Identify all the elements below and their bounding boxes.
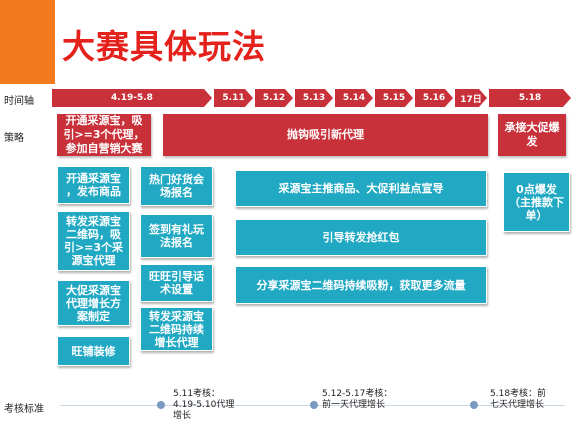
strategy-promo-box: 承接大促爆 发 — [498, 114, 566, 156]
evaluation-marker — [157, 401, 165, 409]
evaluation-marker — [470, 401, 478, 409]
timeline-segment-2: 5.11 — [214, 89, 253, 107]
timeline-segment-8: 17日 — [455, 89, 487, 107]
task-card: 引导转发抢红包 — [235, 219, 487, 256]
task-card-text: 转发采源宝 二维码，吸 引>=3个采 源宝代理 — [63, 215, 124, 267]
task-card-text: 大促采源宝 代理增长方 案制定 — [66, 283, 121, 323]
timeline-segment-5: 5.14 — [335, 89, 373, 107]
task-card: 转发采源宝 二维码持续 增长代理 — [140, 307, 213, 351]
strategy-attract-text: 抛钩吸引新代理 — [287, 128, 364, 141]
task-card: 0点爆发 （主推款下 单） — [503, 172, 570, 232]
evaluation-text-1: 5.11考核： 4.19-5.10代理 增长 — [173, 389, 235, 421]
strategy-promo-text: 承接大促爆 发 — [504, 121, 560, 148]
task-card-text: 引导转发抢红包 — [322, 231, 400, 244]
timeline-segment-3: 5.12 — [255, 89, 293, 107]
task-card-text: 分享采源宝二维码持续吸粉，获取更多流量 — [256, 278, 466, 292]
orange-accent-bar — [0, 0, 55, 84]
task-card: 热门好货会 场报名 — [140, 166, 213, 206]
task-card-text: 开通采源宝 ，发布商品 — [66, 172, 121, 198]
task-card-text: 0点爆发 （主推款下 单） — [509, 182, 564, 222]
timeline-segment-9: 5.18 — [489, 89, 571, 107]
strategy-open-box: 开通采源宝，吸 引>=3个代理， 参加自营销大赛 — [57, 114, 151, 156]
strategy-open-text: 开通采源宝，吸 引>=3个代理， 参加自营销大赛 — [63, 114, 145, 155]
timeline-segment-6: 5.15 — [375, 89, 413, 107]
task-card: 旺旺引导话 术设置 — [140, 264, 213, 302]
evaluation-marker — [310, 401, 318, 409]
task-card: 转发采源宝 二维码，吸 引>=3个采 源宝代理 — [57, 211, 130, 271]
strategy-label: 策略 — [4, 133, 24, 144]
task-card-text: 旺铺装修 — [71, 344, 116, 358]
timeline-segment-1: 4.19-5.8 — [52, 89, 212, 107]
task-card: 分享采源宝二维码持续吸粉，获取更多流量 — [235, 266, 487, 304]
task-card-text: 签到有礼玩 法报名 — [149, 223, 204, 249]
task-card: 旺铺装修 — [57, 336, 130, 366]
timeline-segment-7: 5.16 — [415, 89, 453, 107]
task-card: 大促采源宝 代理增长方 案制定 — [57, 280, 130, 326]
timeline-segment-4: 5.13 — [295, 89, 333, 107]
task-card-text: 转发采源宝 二维码持续 增长代理 — [149, 309, 204, 349]
timeline-label: 时间轴 — [4, 96, 34, 107]
evaluation-text-2: 5.12-5.17考核： 前一天代理增长 — [322, 389, 393, 410]
task-card: 签到有礼玩 法报名 — [140, 214, 213, 258]
strategy-attract-box: 抛钩吸引新代理 — [163, 114, 488, 156]
evaluation-text-3: 5.18考核：前 七天代理增长 — [490, 389, 547, 410]
task-card-text: 采源宝主推商品、大促利益点宣导 — [278, 182, 444, 195]
task-card: 采源宝主推商品、大促利益点宣导 — [235, 170, 487, 207]
page-title: 大赛具体玩法 — [62, 27, 266, 66]
task-card: 开通采源宝 ，发布商品 — [57, 166, 130, 204]
task-card-text: 热门好货会 场报名 — [149, 173, 204, 199]
task-card-text: 旺旺引导话 术设置 — [149, 270, 204, 296]
evaluation-label: 考核标准 — [4, 404, 44, 415]
